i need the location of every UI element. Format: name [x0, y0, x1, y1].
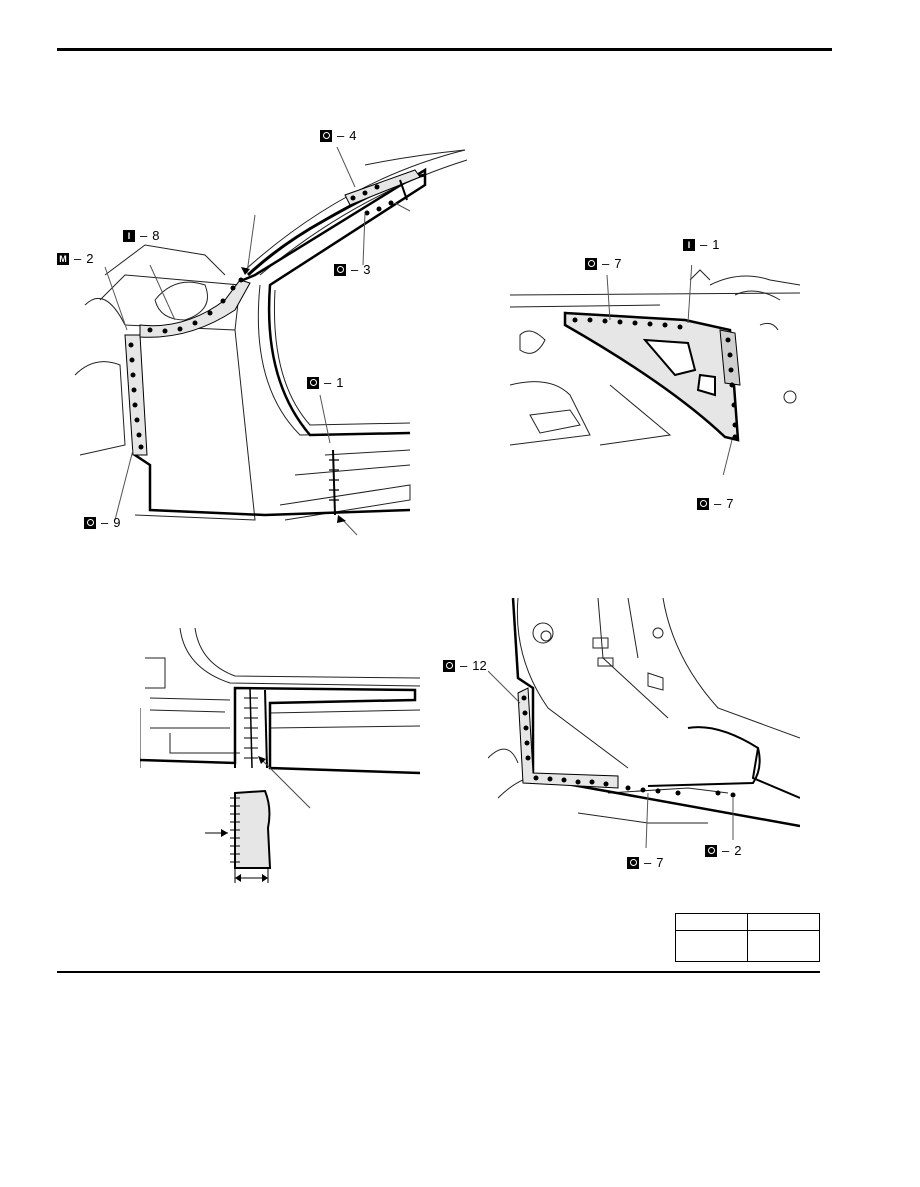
- callout-number: 7: [656, 855, 664, 870]
- callout-number: 12: [472, 658, 487, 673]
- table-cell: [675, 913, 748, 931]
- callout-o-4: – 4: [320, 128, 356, 143]
- footer-rule: [57, 971, 820, 973]
- callout-sep: –: [74, 251, 82, 266]
- sill-cut-drawing: [140, 628, 420, 883]
- callout-sep: –: [644, 855, 652, 870]
- callout-sep: –: [101, 515, 109, 530]
- callout-number: 8: [152, 228, 160, 243]
- square-badge-icon: M: [57, 252, 69, 265]
- square-badge-icon: [320, 129, 332, 142]
- callout-o-2: – 2: [705, 843, 741, 858]
- callout-o-1: – 1: [307, 375, 343, 390]
- callout-number: 1: [712, 237, 720, 252]
- callout-number: 3: [363, 262, 371, 277]
- callout-number: 9: [113, 515, 121, 530]
- square-badge-icon: [697, 497, 709, 510]
- callout-sep: –: [722, 843, 730, 858]
- callout-o-12: – 12: [443, 658, 487, 673]
- spec-table: [675, 913, 820, 962]
- square-badge-icon: [585, 257, 597, 270]
- diagram-brace: [510, 265, 810, 475]
- diagram-sill-cut: [140, 628, 420, 883]
- callout-sep: –: [140, 228, 148, 243]
- square-badge-icon: I: [683, 238, 695, 251]
- callout-sep: –: [337, 128, 345, 143]
- front-pillar-drawing: [74, 146, 468, 536]
- callout-number: 2: [734, 843, 742, 858]
- callout-o-7-bottom: – 7: [697, 496, 733, 511]
- brace-drawing: [510, 265, 801, 475]
- callout-i-8: I – 8: [123, 228, 159, 243]
- callout-sep: –: [324, 375, 332, 390]
- header-rule: [57, 48, 832, 51]
- square-badge-icon: [307, 376, 319, 389]
- callout-o-7-rocker: – 7: [627, 855, 663, 870]
- table-cell: [675, 930, 748, 962]
- callout-m-2: M – 2: [57, 251, 93, 266]
- square-badge-icon: [334, 263, 346, 276]
- callout-sep: –: [714, 496, 722, 511]
- callout-o-7-top: – 7: [585, 256, 621, 271]
- square-badge-icon: [627, 856, 639, 869]
- table-cell: [747, 913, 820, 931]
- callout-sep: –: [602, 256, 610, 271]
- callout-number: 7: [726, 496, 734, 511]
- square-badge-icon: [705, 844, 717, 857]
- callout-number: 7: [614, 256, 622, 271]
- callout-o-3: – 3: [334, 262, 370, 277]
- callout-o-9: – 9: [84, 515, 120, 530]
- callout-i-1: I – 1: [683, 237, 719, 252]
- callout-sep: –: [460, 658, 468, 673]
- square-badge-icon: [443, 659, 455, 672]
- table-cell: [747, 930, 820, 962]
- callout-sep: –: [351, 262, 359, 277]
- square-badge-icon: [84, 516, 96, 529]
- diagram-front-pillar: [65, 125, 475, 545]
- callout-number: 1: [336, 375, 344, 390]
- square-badge-icon: I: [123, 229, 135, 242]
- callout-number: 4: [349, 128, 357, 143]
- callout-number: 2: [86, 251, 94, 266]
- callout-sep: –: [700, 237, 708, 252]
- rocker-drawing: [488, 598, 800, 849]
- diagram-rocker: [488, 598, 800, 850]
